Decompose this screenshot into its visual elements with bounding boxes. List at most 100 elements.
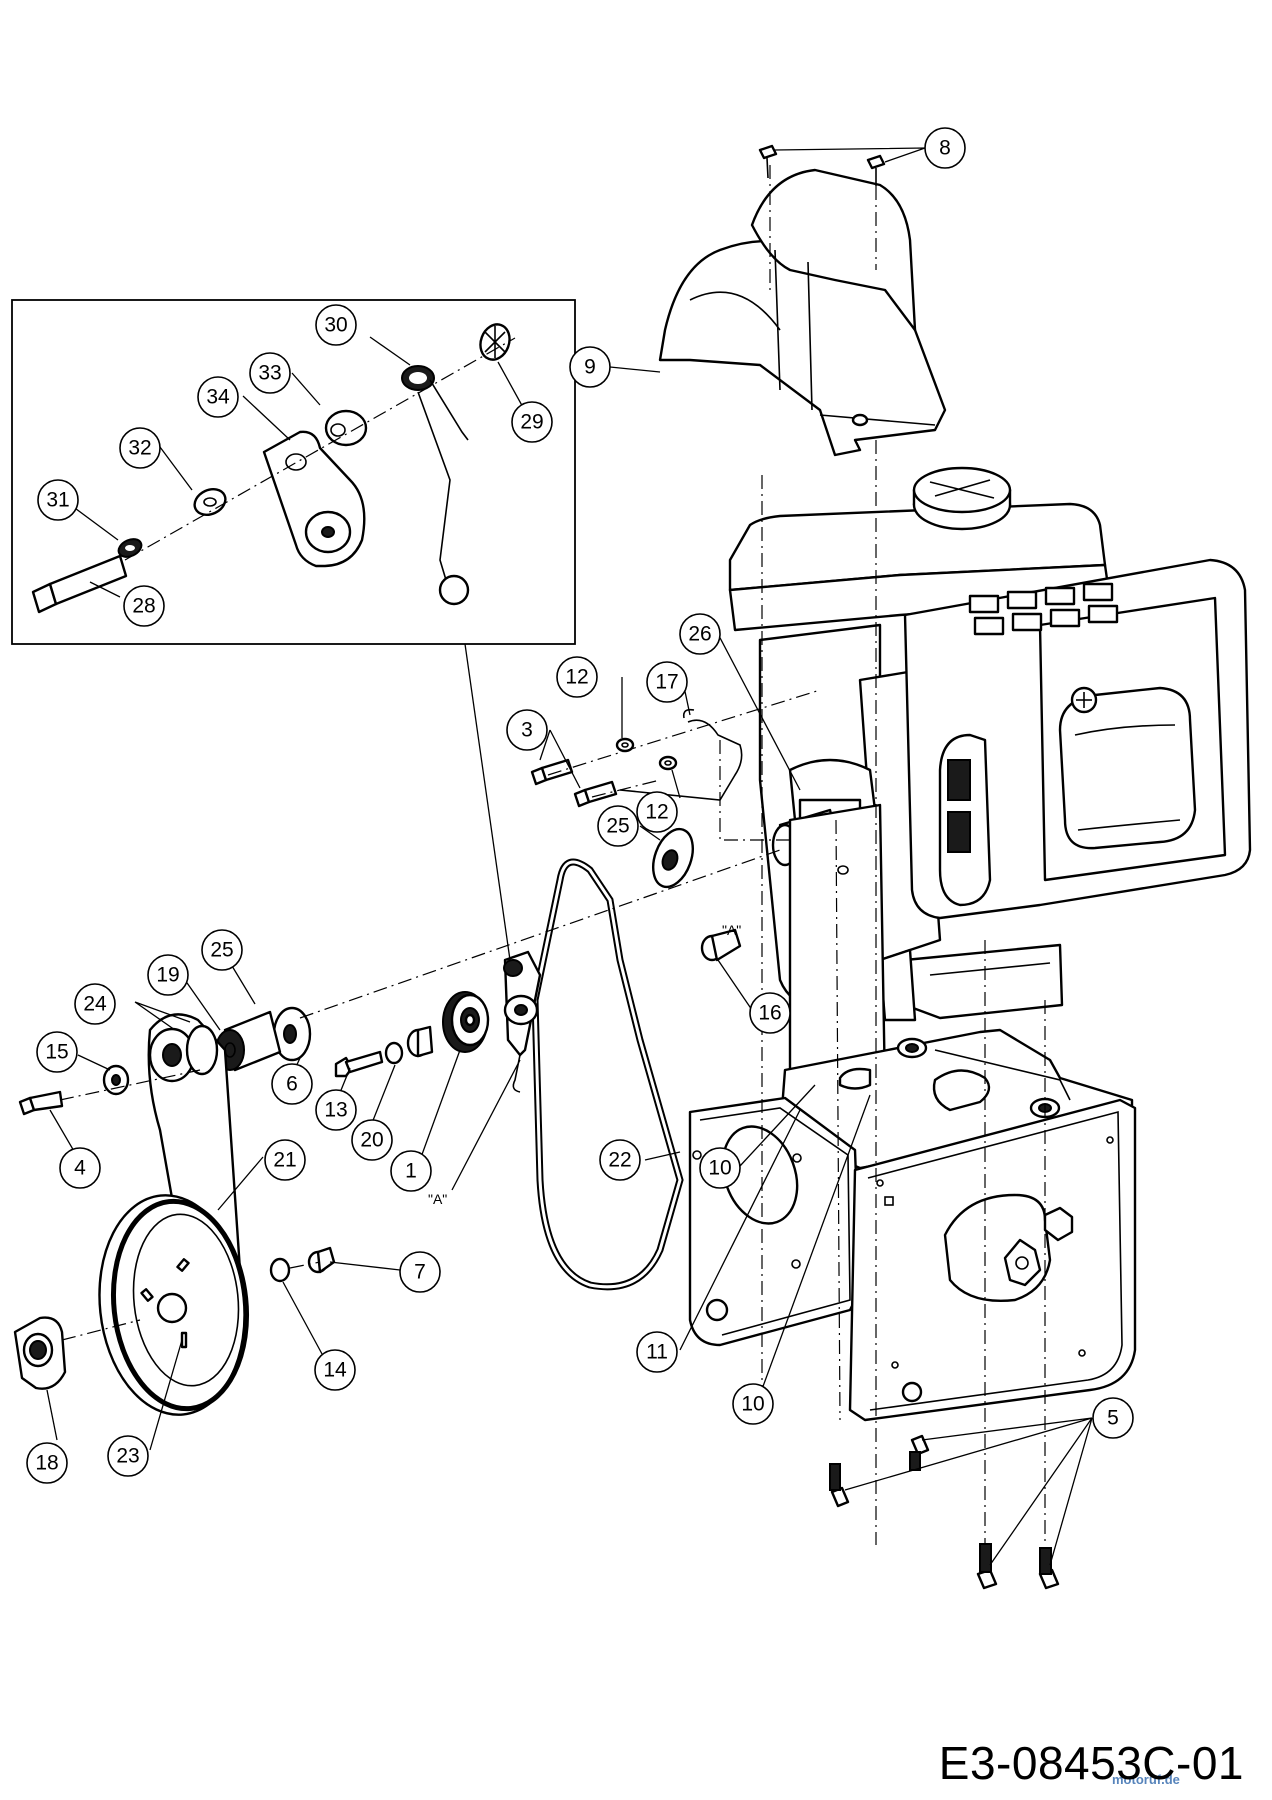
- callout-28: 28: [123, 585, 165, 627]
- svg-text:34: 34: [206, 386, 230, 409]
- spacer-20: [406, 1025, 434, 1058]
- callout-10-lower: 10: [732, 1383, 774, 1425]
- hub-18: [13, 1316, 67, 1390]
- svg-text:26: 26: [688, 623, 711, 646]
- svg-text:17: 17: [655, 671, 678, 694]
- svg-text:9: 9: [584, 356, 596, 379]
- callout-14: 14: [314, 1349, 356, 1391]
- svg-text:15: 15: [45, 1041, 68, 1064]
- bolt-5-c: [976, 1543, 998, 1590]
- reference-a-lower: "A": [428, 1191, 447, 1207]
- svg-text:12: 12: [565, 666, 588, 689]
- callout-9: 9: [569, 346, 611, 388]
- svg-text:31: 31: [46, 489, 69, 512]
- screw-8-left: [758, 144, 778, 179]
- svg-text:25: 25: [210, 939, 233, 962]
- svg-text:3: 3: [521, 719, 533, 742]
- callout-4: 4: [59, 1147, 101, 1189]
- reference-a-upper: "A": [722, 922, 741, 938]
- callout-25-lower: 25: [201, 929, 243, 971]
- svg-text:11: 11: [646, 1341, 668, 1364]
- svg-text:32: 32: [128, 437, 151, 460]
- callout-23: 23: [107, 1435, 149, 1477]
- callout-19: 19: [147, 954, 189, 996]
- callout-15: 15: [36, 1031, 78, 1073]
- inset-detail-box: [11, 299, 576, 645]
- frame-housing: [688, 1028, 1137, 1422]
- svg-text:24: 24: [83, 993, 107, 1016]
- callout-24: 24: [74, 983, 116, 1025]
- svg-text:21: 21: [273, 1149, 296, 1172]
- svg-text:10: 10: [708, 1157, 731, 1180]
- callout-8: 8: [924, 127, 966, 169]
- callout-17: 17: [646, 661, 688, 703]
- belt-cover-9: [658, 168, 947, 457]
- belt-22: [531, 858, 684, 1291]
- bolt-7: [307, 1246, 336, 1274]
- pivot-arm-a: [503, 950, 542, 1093]
- callout-20: 20: [351, 1119, 393, 1161]
- callout-12-lower: 12: [636, 791, 678, 833]
- callout-18: 18: [26, 1442, 68, 1484]
- callout-12-top: 12: [556, 656, 598, 698]
- washer-13: [384, 1041, 404, 1065]
- callout-11: 11: [636, 1331, 678, 1373]
- screw-8-right: [866, 154, 886, 186]
- svg-text:20: 20: [360, 1129, 383, 1152]
- spring-30: [401, 365, 470, 606]
- callout-25-upper: 25: [597, 805, 639, 847]
- svg-text:29: 29: [520, 411, 543, 434]
- washer-12-lower: [658, 755, 678, 771]
- bolt-3-lower: [573, 780, 618, 808]
- svg-text:13: 13: [324, 1099, 347, 1122]
- bolt-5-b: [829, 1463, 850, 1508]
- bolt-5-d: [1038, 1547, 1060, 1590]
- callout-21: 21: [264, 1139, 306, 1181]
- svg-text:33: 33: [258, 362, 281, 385]
- bolt-3-upper: [530, 758, 574, 786]
- svg-text:12: 12: [645, 801, 668, 824]
- svg-text:8: 8: [939, 137, 951, 160]
- pulley-washer-25-lower: [272, 1006, 312, 1062]
- nut-6: [334, 1050, 384, 1078]
- callout-32: 32: [119, 427, 161, 469]
- svg-text:19: 19: [156, 964, 179, 987]
- bolt-28: [31, 554, 128, 614]
- callout-7: 7: [399, 1251, 441, 1293]
- svg-text:23: 23: [116, 1445, 139, 1468]
- callout-10-upper: 10: [699, 1147, 741, 1189]
- spacer-33: [324, 409, 368, 447]
- callout-5: 5: [1092, 1397, 1134, 1439]
- svg-text:25: 25: [606, 815, 629, 838]
- callout-31: 31: [37, 479, 79, 521]
- svg-text:10: 10: [741, 1393, 764, 1416]
- callout-3: 3: [506, 709, 548, 751]
- callout-26: 26: [679, 613, 721, 655]
- callout-13: 13: [315, 1089, 357, 1131]
- callout-6: 6: [271, 1063, 313, 1105]
- svg-text:18: 18: [35, 1452, 58, 1475]
- bolt-5-a: [909, 1434, 930, 1471]
- bolt-16: [700, 928, 742, 962]
- washer-32: [193, 487, 227, 517]
- callout-22: 22: [599, 1139, 641, 1181]
- svg-text:4: 4: [74, 1157, 86, 1180]
- callout-1: 1: [390, 1150, 432, 1192]
- svg-text:22: 22: [608, 1149, 631, 1172]
- drive-pulley-21: [98, 1194, 250, 1416]
- svg-text:1: 1: [405, 1160, 417, 1183]
- svg-text:7: 7: [414, 1261, 426, 1284]
- callout-33: 33: [249, 352, 291, 394]
- pulley-washer-25-upper: [652, 827, 694, 889]
- drawing-code: E3-08453C-01: [938, 1737, 1244, 1789]
- callout-34: 34: [197, 376, 239, 418]
- callout-16: 16: [749, 992, 791, 1034]
- svg-text:16: 16: [758, 1002, 781, 1025]
- callout-30: 30: [315, 304, 357, 346]
- svg-text:30: 30: [324, 314, 347, 337]
- washer-14: [269, 1257, 291, 1283]
- svg-text:5: 5: [1107, 1407, 1119, 1430]
- svg-text:14: 14: [323, 1359, 347, 1382]
- svg-text:28: 28: [132, 595, 155, 618]
